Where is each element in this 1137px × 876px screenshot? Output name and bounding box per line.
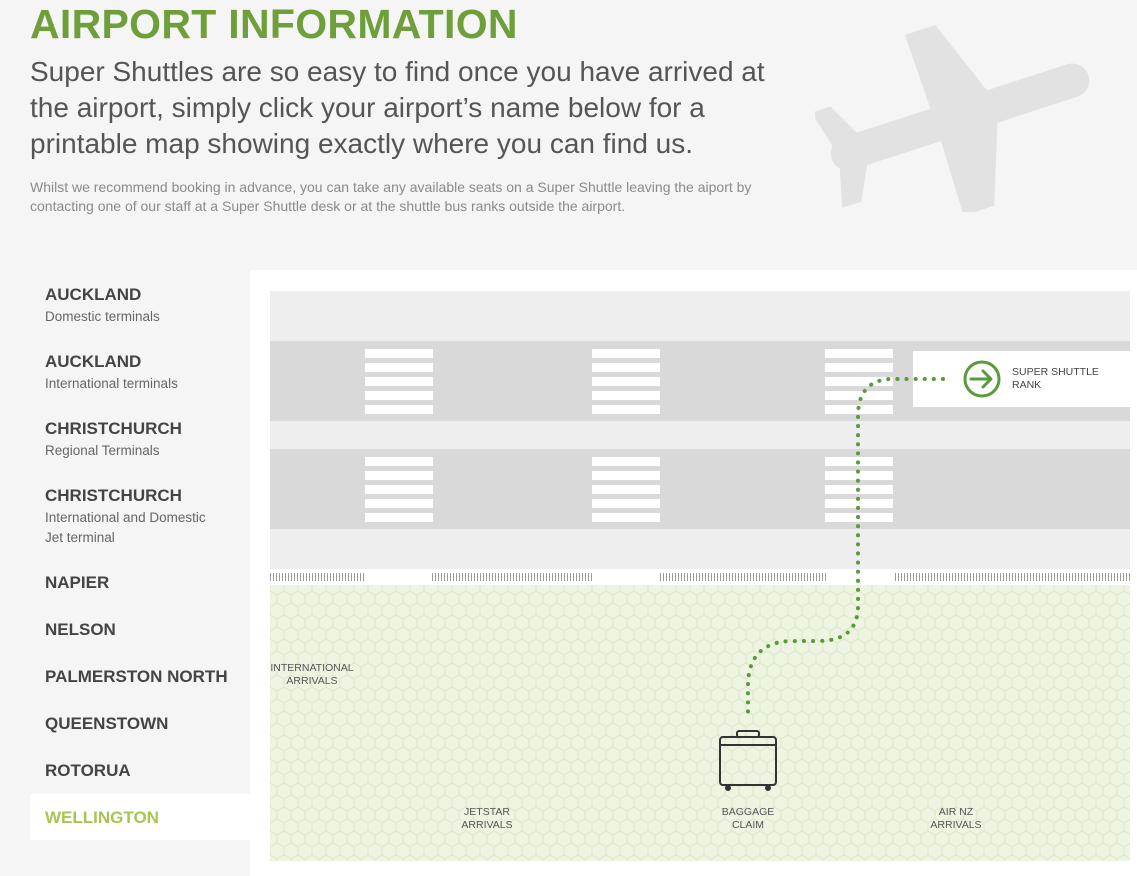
suitcase-icon [719, 730, 777, 791]
label-line: AIR NZ [938, 806, 974, 818]
note-text: Whilst we recommend booking in advance, … [30, 179, 752, 214]
crossings-upper [365, 349, 893, 414]
label-air-nz-arrivals: AIR NZ ARRIVALS [901, 806, 1011, 832]
airport-name: CHRISTCHURCH [45, 419, 182, 438]
label-line: BAGGAGE [721, 806, 775, 818]
sidebar-item-christchurch-international[interactable]: CHRISTCHURCH International and Domestic … [30, 486, 250, 548]
airport-map [270, 291, 1130, 861]
rank-label-line: RANK [1012, 379, 1042, 391]
airport-name: AUCKLAND [45, 352, 142, 371]
airport-terminal: International and Domestic [45, 510, 206, 525]
label-line: CLAIM [731, 819, 765, 831]
label-line: INTERNATIONAL [270, 662, 354, 674]
terminal-pattern [270, 585, 1130, 861]
airport-name: CHRISTCHURCH [45, 486, 182, 505]
page-title: AIRPORT INFORMATION [30, 1, 518, 47]
rank-box [913, 351, 1130, 407]
sidebar-item-nelson[interactable]: NELSON [30, 620, 250, 640]
sidebar-item-wellington[interactable]: WELLINGTON [30, 794, 250, 840]
rank-label: SUPER SHUTTLE RANK [1012, 366, 1099, 392]
airport-name: WELLINGTON [45, 808, 159, 827]
sidebar-item-rotorua[interactable]: ROTORUA [30, 761, 250, 781]
sidebar-item-auckland-domestic[interactable]: AUCKLAND Domestic terminals [30, 285, 250, 327]
label-line: ARRIVALS [930, 819, 982, 831]
sidebar-item-palmerston-north[interactable]: PALMERSTON NORTH [30, 667, 250, 687]
airport-name: QUEENSTOWN [45, 714, 169, 733]
airport-terminal: Jet terminal [45, 530, 115, 545]
sidebar-item-christchurch-regional[interactable]: CHRISTCHURCH Regional Terminals [30, 419, 250, 461]
label-baggage-claim: BAGGAGE CLAIM [693, 806, 803, 832]
airplane-icon [815, 25, 1090, 212]
arrow-right-circle-icon [963, 360, 1001, 398]
airport-name: ROTORUA [45, 761, 131, 780]
airport-name: AUCKLAND [45, 285, 142, 304]
airport-name: PALMERSTON NORTH [45, 667, 228, 686]
airport-name: NELSON [45, 620, 116, 639]
label-line: JETSTAR [464, 806, 510, 818]
label-line: ARRIVALS [461, 819, 513, 831]
airport-terminal: Domestic terminals [45, 309, 160, 324]
airport-name: NAPIER [45, 573, 110, 592]
sidebar-item-queenstown[interactable]: QUEENSTOWN [30, 714, 250, 734]
airport-terminal: International terminals [45, 376, 178, 391]
rank-label-line: SUPER SHUTTLE [1012, 366, 1099, 378]
label-jetstar-arrivals: JETSTAR ARRIVALS [432, 806, 542, 832]
lead-text: Super Shuttles are so easy to find once … [30, 56, 765, 159]
label-line: ARRIVALS [286, 675, 338, 687]
sidebar-item-napier[interactable]: NAPIER [30, 573, 250, 593]
label-international-arrivals: INTERNATIONAL ARRIVALS [257, 662, 367, 688]
airport-terminal: Regional Terminals [45, 443, 160, 458]
sidebar-item-auckland-international[interactable]: AUCKLAND International terminals [30, 352, 250, 394]
